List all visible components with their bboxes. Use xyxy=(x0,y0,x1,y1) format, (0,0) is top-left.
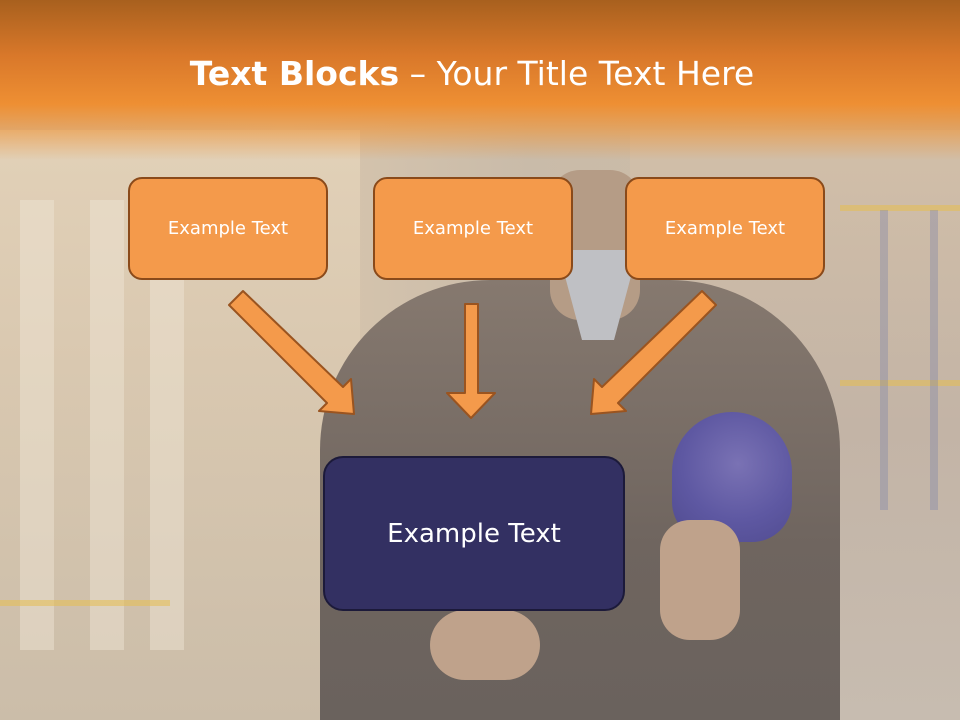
background-beam xyxy=(930,210,938,510)
text-block-3[interactable]: Example Text xyxy=(625,177,825,280)
person-hand xyxy=(430,610,540,680)
background-rail xyxy=(840,205,960,211)
arrow-right-diagonal xyxy=(590,290,717,415)
header-band xyxy=(0,0,960,160)
person-hand xyxy=(660,520,740,640)
background-rail xyxy=(0,600,170,606)
text-block-1[interactable]: Example Text xyxy=(128,177,328,280)
arrow-left-diagonal xyxy=(228,290,355,415)
title-rest: – Your Title Text Here xyxy=(399,54,755,93)
background-beam xyxy=(880,210,888,510)
text-block-2[interactable]: Example Text xyxy=(373,177,573,280)
slide-title: Text Blocks – Your Title Text Here xyxy=(0,54,944,93)
arrow-center-down xyxy=(446,303,496,419)
background-column xyxy=(20,200,54,650)
background-column xyxy=(90,200,124,650)
background-rail xyxy=(840,380,960,386)
main-text-block[interactable]: Example Text xyxy=(323,456,625,611)
title-bold: Text Blocks xyxy=(189,54,400,93)
